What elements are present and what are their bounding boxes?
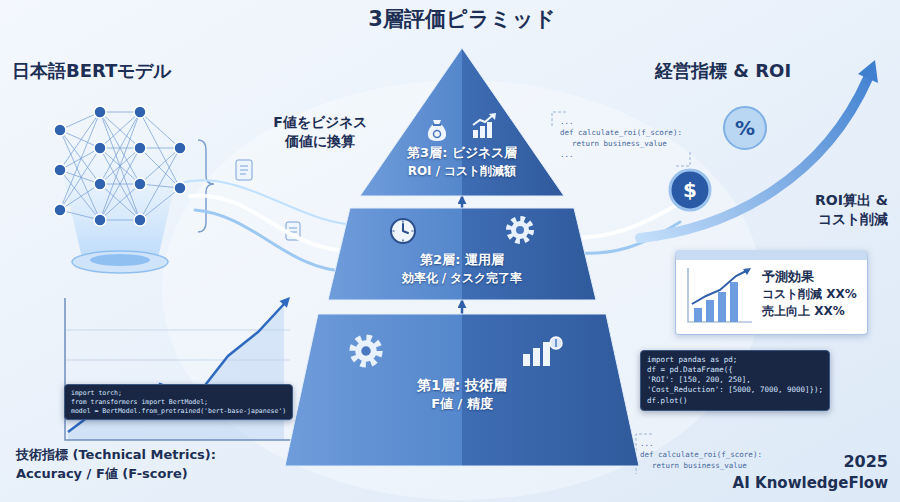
dollar-symbol: $ [670, 178, 710, 202]
layer-arrow [461, 300, 464, 314]
layer-text: F値 / 精度 [431, 396, 493, 413]
pyramid-layer: 第3層: ビジネス層 ROI / コスト削減額 [360, 48, 564, 196]
roi-note: ROI算出 & [780, 192, 888, 209]
code-snippet: return business_value [572, 139, 667, 148]
pyramid-face [328, 208, 596, 300]
metrics-heading: 経営指標 & ROI [655, 60, 791, 82]
bracket [198, 140, 214, 232]
code-box: import pandas as pd;df = pd.DataFrame({'… [640, 350, 830, 411]
code-snippet: return business_value [652, 461, 747, 470]
neural-network [50, 106, 190, 273]
code-snippet: def calculate_roi(f_score): [640, 450, 762, 459]
layer-text-group: 第3層: ビジネス層 ROI / コスト削減額 [360, 145, 564, 179]
bracket [198, 140, 214, 232]
neural-network [54, 124, 66, 136]
code-snippet: ... [560, 117, 574, 126]
pyramid-face [360, 48, 564, 196]
code-snippet: def calculate_roi(f_score): [560, 128, 682, 137]
doc-icon [289, 228, 297, 232]
code-heading: import pandas as pd; [647, 355, 823, 365]
pyramid-face [285, 314, 639, 466]
doc-icon [236, 160, 252, 180]
neural-network [90, 254, 150, 266]
roi-note: コスト削減 [780, 211, 888, 228]
percent-badge [724, 107, 766, 149]
panel-heading: 予測効果 [762, 268, 857, 286]
bridge-note: F値をビジネス [270, 114, 370, 131]
layer-text-group: 第1層: 技術層 F値 / 精度 [285, 376, 639, 413]
layer-icon [353, 338, 379, 364]
layer-heading: 第2層: 運用層 [420, 252, 504, 269]
neural-network [94, 142, 106, 154]
coin-badge [670, 170, 710, 210]
neural-network [134, 142, 146, 154]
layer-icon [428, 120, 446, 141]
layer-text: 効率化 / タスク完了率 [402, 271, 523, 287]
diagram-title: 3層評価ピラミッド [262, 6, 662, 33]
neural-network [54, 204, 66, 216]
code-text: model = BertModel.from_pretrained('bert-… [71, 407, 286, 416]
doc-icon [240, 166, 248, 174]
code-snippet: ... [560, 150, 574, 159]
code-text: 'ROI': [150, 200, 250], [647, 375, 823, 385]
data-flow [195, 210, 350, 272]
neural-network [72, 251, 168, 273]
growth-arrow [858, 60, 878, 83]
code-text: df.plot() [647, 396, 823, 406]
pyramid-layer: 第1層: 技術層 F値 / 精度 [285, 314, 639, 466]
layer-heading: 第3層: ビジネス層 [407, 145, 517, 162]
code-heading: import torch; [71, 389, 286, 398]
neural-network [60, 112, 180, 220]
layer-arrow [461, 196, 464, 208]
code-text: from transformers import BertModel; [71, 398, 286, 407]
layer-text-group: 第2層: 運用層効率化 / タスク完了率 [328, 252, 596, 286]
panel-text-group: 予測効果コスト削減 XX%売上向上 XX% [762, 268, 857, 320]
model-heading: 日本語BERTモデル [12, 60, 171, 82]
bridge-note: 価値に換算 [270, 133, 370, 150]
panel-text: 売上向上 XX% [762, 303, 857, 320]
panel-chart [688, 268, 752, 322]
neural-network [174, 182, 186, 194]
code-snippet: ... [640, 439, 654, 448]
neural-network [54, 164, 66, 176]
layer-icon [509, 219, 531, 241]
neural-network [174, 142, 186, 154]
panel-chart [684, 264, 754, 326]
layer-heading: 第1層: 技術層 [417, 376, 507, 394]
pyramid-layer: 第2層: 運用層効率化 / タスク完了率 [328, 208, 596, 300]
layer-icon [473, 113, 496, 138]
year-mark: 2025 [800, 452, 888, 471]
neural-network [94, 178, 106, 190]
code-box: import torch;from transformers import Be… [64, 384, 293, 420]
data-flow [185, 180, 360, 225]
neural-network [134, 106, 146, 118]
neural-network [134, 178, 146, 190]
neural-network [54, 106, 186, 226]
percent-symbol: % [725, 116, 765, 140]
code-text: 'Cost_Reduction': [5000, 7000, 9000]}); [647, 385, 823, 395]
snippet-bracket [676, 152, 690, 166]
layer-icon [391, 219, 415, 243]
forecast-panel: 予測効果コスト削減 XX%売上向上 XX% [675, 250, 868, 335]
panel-text: コスト削減 XX% [762, 286, 857, 303]
layer-text: ROI / コスト削減額 [408, 164, 517, 180]
neural-network [94, 214, 106, 226]
metric-chart [280, 297, 291, 308]
metrics-caption: 技術指標 (Technical Metrics): [16, 447, 216, 463]
brand-mark: AI KnowledgeFlow [730, 474, 888, 492]
neural-network [50, 118, 190, 258]
layer-icon [523, 337, 562, 366]
code-text: df = pd.DataFrame({ [647, 365, 823, 375]
neural-network [134, 214, 146, 226]
neural-network [94, 106, 106, 118]
metrics-caption: Accuracy / F値 (F-score) [16, 466, 188, 482]
